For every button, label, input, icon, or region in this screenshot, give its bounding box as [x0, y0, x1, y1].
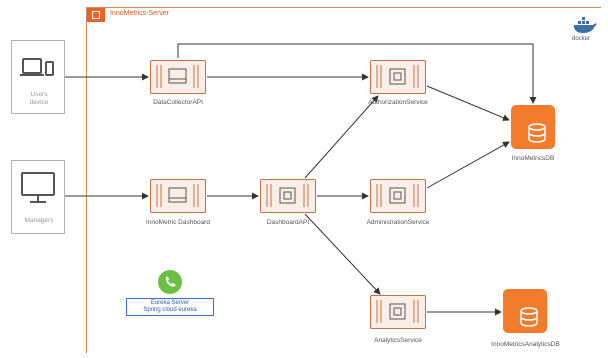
edge-admin-to-db: [426, 141, 510, 189]
edge-dashboardapi-to-analytics: [304, 213, 381, 295]
api-gateway-icon: [156, 184, 199, 207]
chip-icon: [376, 300, 419, 323]
database-icon: [528, 123, 546, 143]
phone-icon: [165, 276, 176, 287]
administration-service-node: [370, 179, 426, 213]
innometrics-db-label: InnoMetricsDB: [511, 155, 555, 162]
chip-icon: [266, 184, 309, 207]
api-gateway-icon: [156, 65, 199, 88]
innometrics-db-node: [511, 105, 555, 149]
innometrics-analytics-db-node: [503, 289, 547, 333]
edge-dashboardapi-to-auth: [304, 95, 379, 179]
laptop-phone-icon: [20, 58, 54, 76]
server-group-title: InnoMetrics-Server: [110, 10, 170, 17]
dashboard-api-label: DashboardAPI: [266, 219, 310, 226]
managers-label: Managers: [24, 217, 54, 224]
docker-whale-icon: [574, 17, 597, 33]
eureka-server-box: Eureka Server Spring cloud eureka: [126, 298, 214, 316]
eureka-server-label: Eureka Server: [150, 300, 190, 306]
managers-actor: Managers: [11, 160, 65, 234]
eureka-icon: [158, 270, 182, 294]
server-group-frame: [86, 7, 601, 353]
innometrics-analytics-db-label: InnoMetricsAnalyticsDB: [491, 341, 560, 348]
edge-collector-to-db: [177, 43, 537, 104]
analytics-service-node: [370, 295, 426, 329]
analytics-service-label: AnalyticsService: [374, 337, 422, 344]
chip-icon: [376, 65, 419, 88]
authorization-service-label: AuthorizationService: [368, 99, 428, 106]
database-icon: [520, 307, 538, 327]
dashboard-api-node: [260, 179, 316, 213]
innometric-dashboard-node: [150, 179, 206, 213]
eureka-subtitle: Spring cloud eureka: [143, 307, 197, 313]
authorization-service-node: [370, 60, 426, 94]
chip-icon: [376, 184, 419, 207]
data-collector-api-node: [150, 60, 206, 94]
data-collector-api-label: DataCollectorAPI: [153, 99, 203, 106]
innometric-dashboard-label: InnoMetric Dashboard: [146, 219, 210, 226]
monitor-icon: [21, 172, 55, 203]
administration-service-label: AdministrationService: [366, 219, 430, 226]
server-group-icon: [87, 8, 105, 22]
docker-label: docker: [572, 36, 591, 42]
edge-auth-to-db: [426, 85, 510, 121]
